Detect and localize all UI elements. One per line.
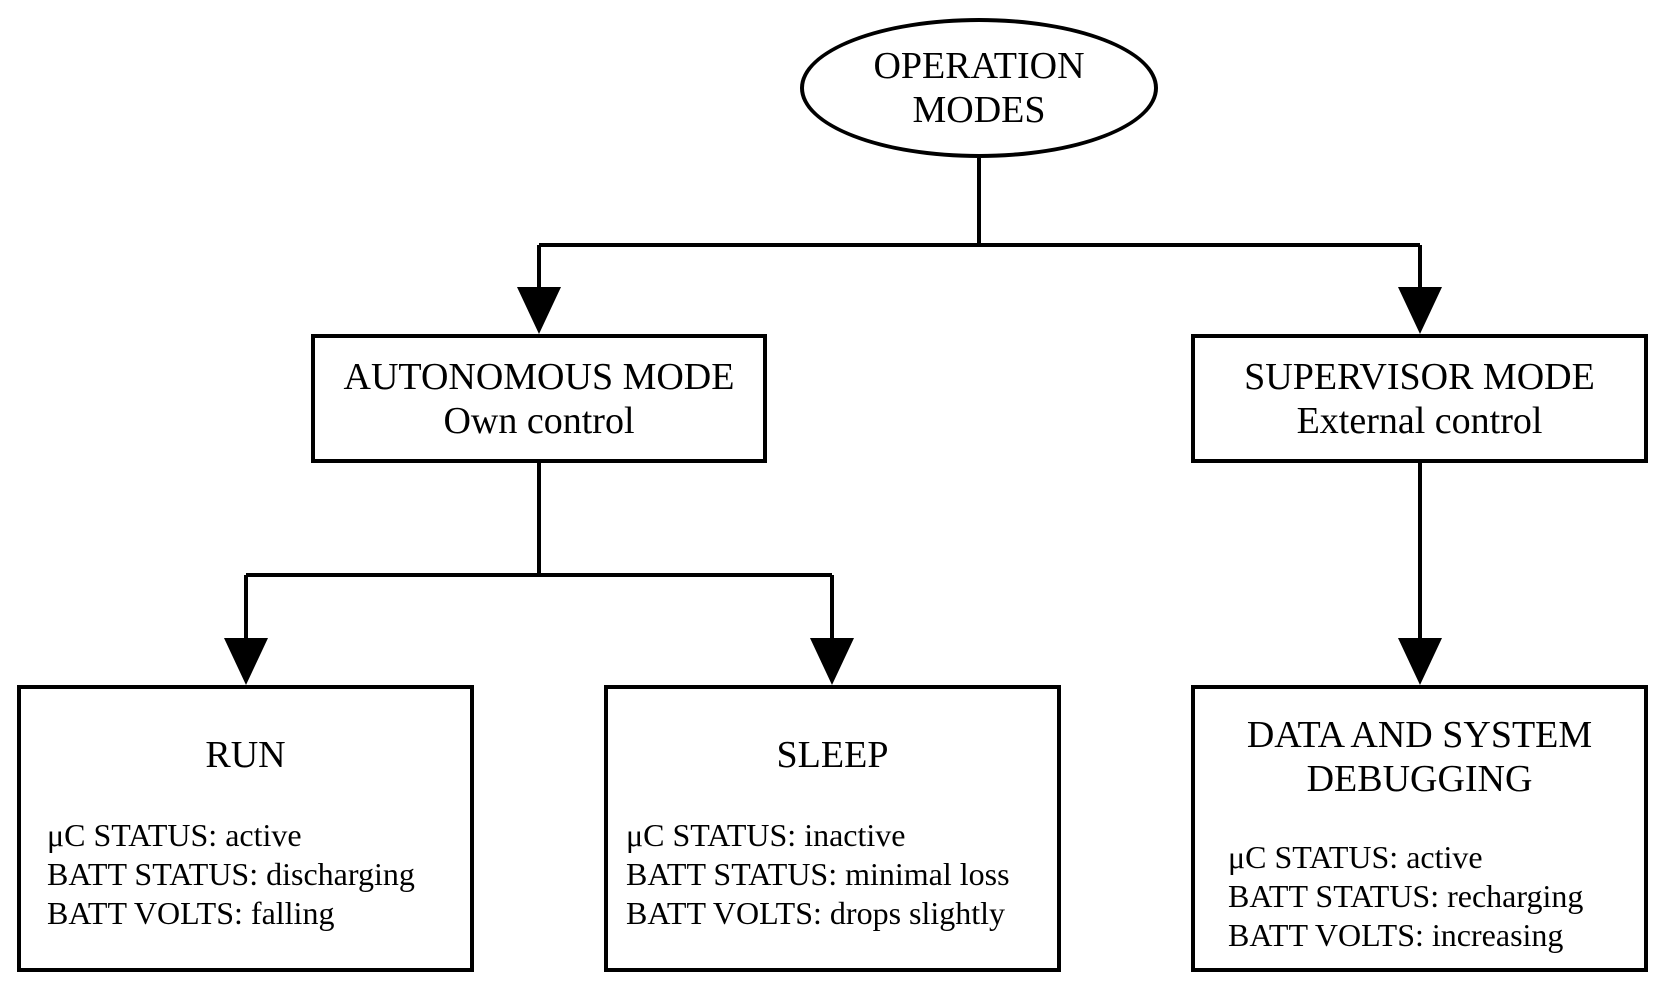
autonomous-title: AUTONOMOUS MODE: [343, 355, 735, 398]
debug-title: DATA AND SYSTEM DEBUGGING: [1195, 713, 1644, 801]
node-autonomous-mode: AUTONOMOUS MODE Own control: [311, 334, 767, 463]
run-status-list: μC STATUS: active BATT STATUS: dischargi…: [47, 816, 415, 933]
debug-status-list: μC STATUS: active BATT STATUS: rechargin…: [1228, 838, 1583, 955]
supervisor-title: SUPERVISOR MODE: [1244, 355, 1595, 398]
run-batt-volts: BATT VOLTS: falling: [47, 895, 335, 931]
sleep-batt-status: BATT STATUS: minimal loss: [626, 856, 1010, 892]
arrowhead-run: [224, 638, 268, 685]
sleep-title: SLEEP: [776, 734, 889, 776]
arrowhead-supervisor: [1398, 287, 1442, 334]
debug-mcu-status: μC STATUS: active: [1228, 839, 1483, 875]
debug-batt-status: BATT STATUS: recharging: [1228, 878, 1584, 914]
node-data-system-debugging: DATA AND SYSTEM DEBUGGING μC STATUS: act…: [1191, 685, 1648, 972]
arrowhead-sleep: [810, 638, 854, 685]
root-label-line2: MODES: [912, 89, 1046, 131]
node-run: RUN μC STATUS: active BATT STATUS: disch…: [17, 685, 474, 972]
debug-batt-volts: BATT VOLTS: increasing: [1228, 917, 1564, 953]
node-sleep: SLEEP μC STATUS: inactive BATT STATUS: m…: [604, 685, 1061, 972]
arrowhead-debug: [1398, 638, 1442, 685]
root-label-line1: OPERATION: [873, 45, 1085, 87]
sleep-status-list: μC STATUS: inactive BATT STATUS: minimal…: [626, 816, 1010, 933]
node-supervisor-mode: SUPERVISOR MODE External control: [1191, 334, 1648, 463]
sleep-batt-volts: BATT VOLTS: drops slightly: [626, 895, 1006, 931]
arrowhead-autonomous: [517, 287, 561, 334]
node-operation-modes: OPERATION MODES: [800, 18, 1158, 158]
run-batt-status: BATT STATUS: discharging: [47, 856, 415, 892]
debug-title-line1: DATA AND SYSTEM: [1246, 714, 1593, 756]
sleep-mcu-status: μC STATUS: inactive: [626, 817, 906, 853]
debug-title-line2: DEBUGGING: [1306, 758, 1533, 800]
run-title: RUN: [205, 734, 286, 776]
supervisor-subtitle: External control: [1296, 399, 1543, 442]
run-mcu-status: μC STATUS: active: [47, 817, 302, 853]
autonomous-subtitle: Own control: [443, 399, 635, 442]
